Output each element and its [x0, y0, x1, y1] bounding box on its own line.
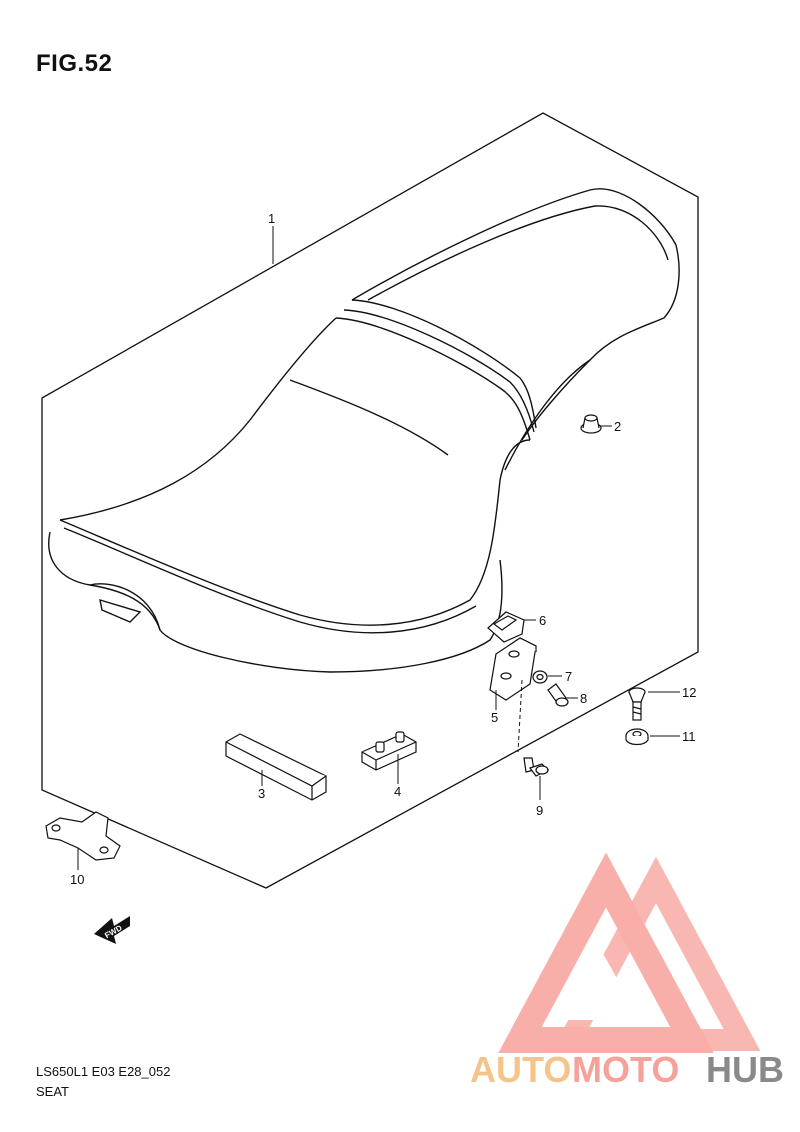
washer-part — [532, 670, 548, 684]
section-name: SEAT — [36, 1084, 69, 1099]
watermark-part2: MOTO — [572, 1049, 679, 1090]
watermark-logo-icon — [498, 852, 761, 1053]
watermark-text: AUTO MOTO HUB — [470, 1049, 784, 1090]
countersunk-screw-part — [628, 687, 646, 721]
mounting-plate-part — [489, 637, 537, 701]
watermark-part3: HUB — [706, 1049, 784, 1090]
figure-title: FIG.52 — [36, 50, 113, 77]
stud-bracket-part — [361, 731, 417, 771]
callout-6: 6 — [539, 613, 546, 628]
flat-washer-part — [625, 728, 649, 746]
seat-part — [48, 188, 680, 673]
callout-numbers: 1 2 3 4 5 6 7 8 9 10 11 12 — [70, 211, 696, 887]
assembly-line — [517, 679, 523, 753]
watermark-part1: AUTO — [470, 1049, 571, 1090]
callout-10: 10 — [70, 872, 84, 887]
bolt-part — [547, 683, 569, 707]
forward-direction-arrow-icon: FWD — [94, 916, 130, 944]
callout-4: 4 — [394, 784, 401, 799]
callout-11: 11 — [682, 729, 696, 744]
callout-9: 9 — [536, 803, 543, 818]
cushion-strip-part — [225, 733, 327, 801]
model-code: LS650L1 E03 E28_052 — [36, 1064, 171, 1079]
callout-2: 2 — [614, 419, 621, 434]
callout-8: 8 — [580, 691, 587, 706]
callout-3: 3 — [258, 786, 265, 801]
callout-5: 5 — [491, 710, 498, 725]
hinge-bracket-part — [45, 811, 121, 861]
callout-1: 1 — [268, 211, 275, 226]
grommet-part — [580, 414, 602, 434]
callout-7: 7 — [565, 669, 572, 684]
callout-12: 12 — [682, 685, 696, 700]
leader-lines — [77, 226, 680, 870]
clip-part — [487, 611, 525, 643]
assembly-frame — [41, 112, 699, 889]
screw-part — [523, 757, 550, 777]
